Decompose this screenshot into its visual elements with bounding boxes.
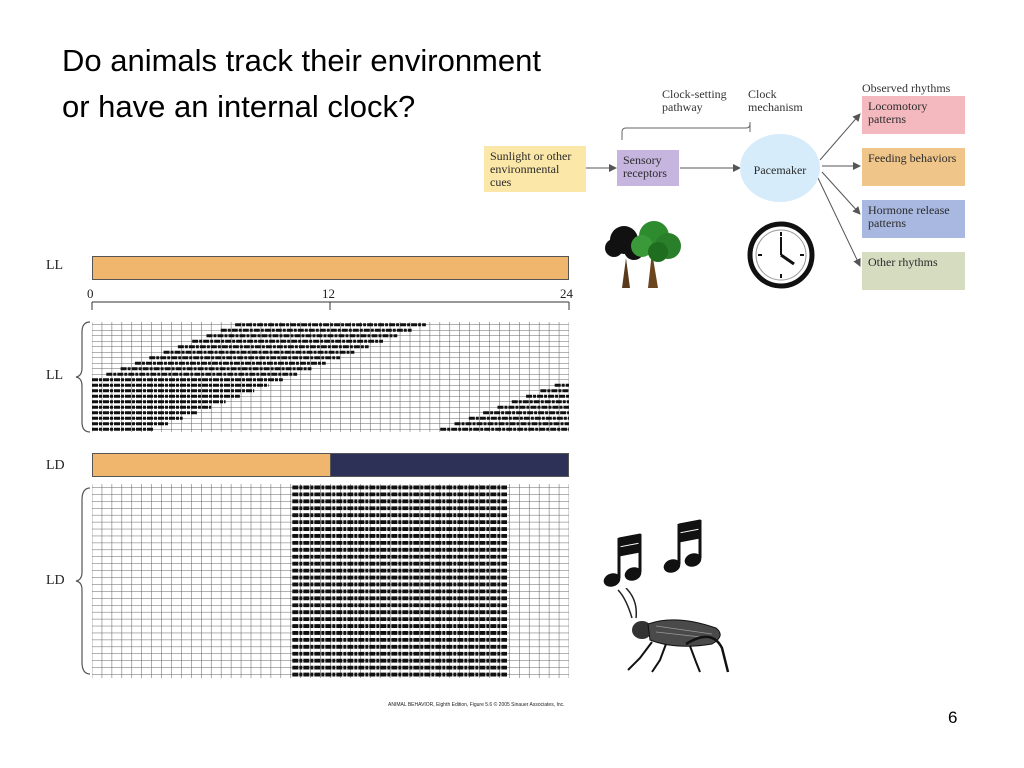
ld-light-bar — [92, 453, 331, 477]
tick-12: 12 — [322, 286, 335, 301]
sensory-box: Sensory receptors — [617, 150, 679, 186]
arrow-to-other — [817, 177, 861, 267]
observed-rhythms-label: Observed rhythms — [862, 81, 951, 95]
ld-actogram — [92, 484, 569, 678]
ld-brace — [75, 487, 91, 675]
output-hormone: Hormone release patterns — [862, 200, 965, 238]
arrow-to-locomotory — [819, 113, 861, 161]
cricket-icon — [617, 588, 730, 673]
diagram-connectors — [586, 113, 861, 267]
ll-brace — [75, 321, 91, 433]
arrow-to-hormone — [821, 171, 861, 215]
clock-setting-pathway-label: Clock-setting pathway — [662, 87, 727, 114]
pacemaker-label: Pacemaker — [753, 163, 807, 177]
ll-bar-label: LL — [46, 258, 64, 273]
output-feeding: Feeding behaviors — [862, 148, 965, 186]
ld-actogram-label: LD — [46, 573, 65, 588]
ll-actogram — [92, 322, 569, 432]
ld-bar-label: LD — [46, 458, 65, 473]
clock-flow-diagram: Clock-setting pathway Clock mechanism Ob… — [484, 80, 1024, 300]
trees-icon — [605, 221, 681, 288]
ll-light-bar — [92, 256, 569, 280]
slide-title: Do animals track their environment or ha… — [62, 38, 662, 130]
output-other: Other rhythms — [862, 252, 965, 290]
ll-actogram-label: LL — [46, 368, 64, 383]
figure-credit: ANIMAL BEHAVIOR, Eighth Edition, Figure … — [388, 702, 565, 708]
clock-mechanism-label: Clock mechanism — [748, 87, 803, 114]
input-box: Sunlight or other environmental cues — [484, 146, 586, 192]
tick-24: 24 — [560, 286, 573, 301]
tick-0: 0 — [87, 286, 94, 301]
pacemaker-circle — [740, 134, 820, 202]
ld-dark-bar — [330, 453, 569, 477]
pathway-bracket — [621, 122, 751, 140]
music-notes-icon — [603, 519, 702, 587]
clock-icon — [747, 221, 815, 289]
time-axis — [91, 301, 570, 310]
title-line-2: or have an internal clock? — [62, 89, 416, 124]
output-locomotory: Locomotory patterns — [862, 96, 965, 134]
slide-number: 6 — [948, 708, 958, 727]
title-line-1: Do animals track their environment — [62, 43, 541, 78]
